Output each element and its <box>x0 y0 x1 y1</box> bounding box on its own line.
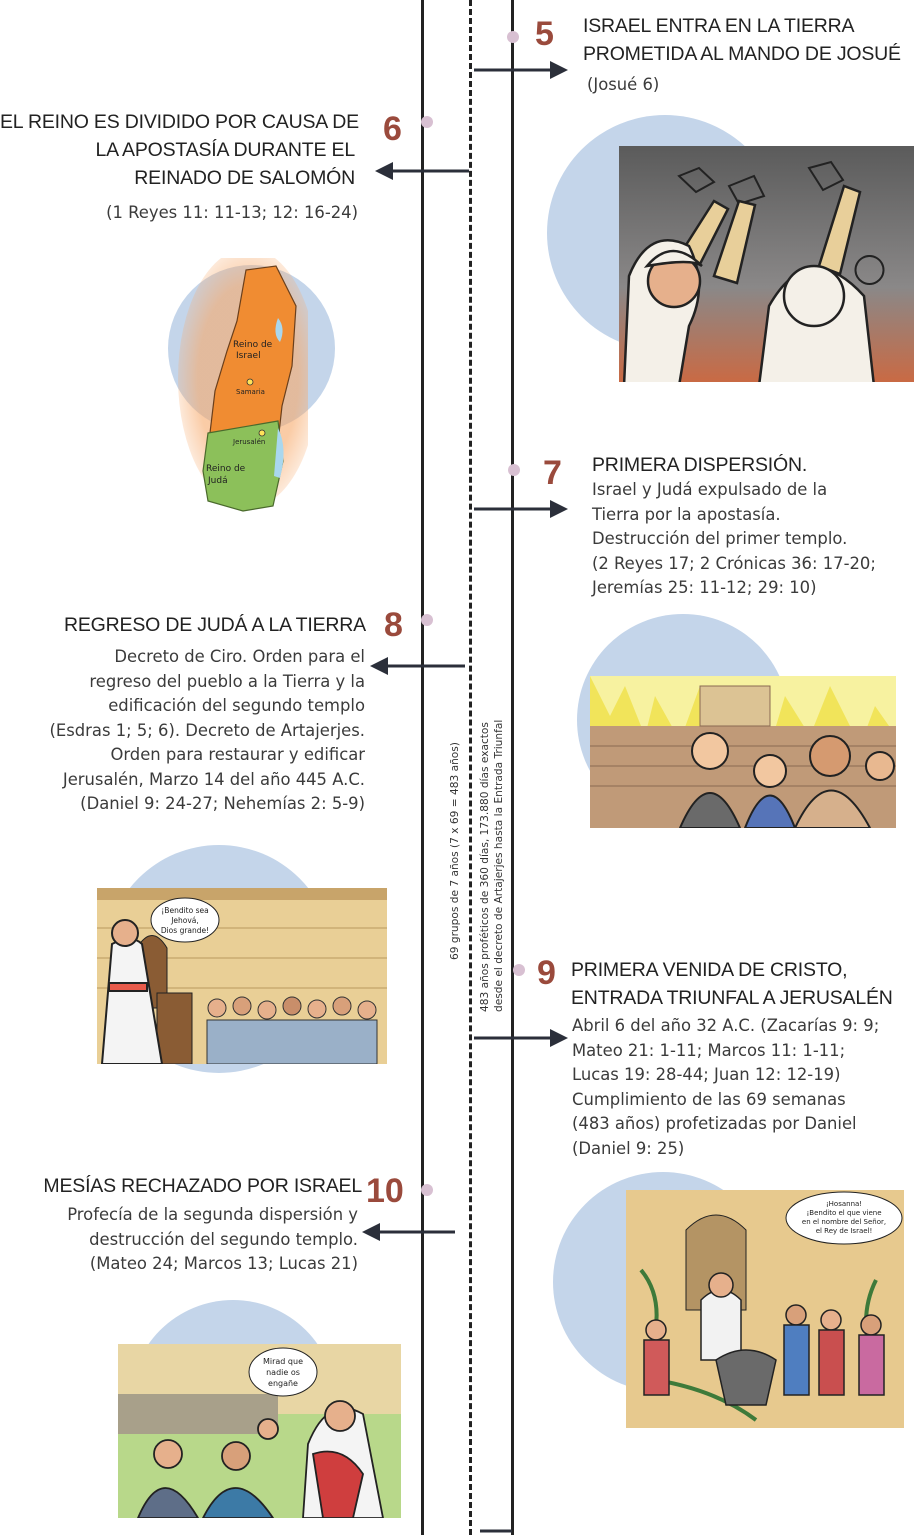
timeline-dot-5 <box>507 31 519 43</box>
timeline-dot-9 <box>513 964 525 976</box>
illustration-triumphal-entry: ¡Hosanna! ¡Bendito el que viene en el no… <box>626 1190 904 1428</box>
event-number-7: 7 <box>543 454 562 492</box>
speech-bubble-9-line-3: en el nombre del Señor, <box>802 1218 886 1226</box>
speech-bubble-8-line-3: Dios grande! <box>161 926 209 935</box>
arrow-right-icon <box>474 500 568 518</box>
event-title-7: PRIMERA DISPERSIÓN. <box>592 454 808 476</box>
arrow-right-icon <box>474 61 568 79</box>
event-title-5: ISRAEL ENTRA EN LA TIERRA PROMETIDA AL M… <box>583 15 901 65</box>
illustration-return-to-land: ¡Bendito sea Jehová, Dios grande! <box>97 888 387 1064</box>
arrow-left-icon <box>375 162 469 180</box>
event-title-9: PRIMERA VENIDA DE CRISTO, ENTRADA TRIUNF… <box>571 959 893 1009</box>
speech-bubble-9-line-4: el Rey de Israel! <box>816 1227 873 1235</box>
speech-bubble-8-line-2: Jehová, <box>170 916 199 925</box>
map-label-south-1: Reino de <box>206 464 246 474</box>
event-number-9: 9 <box>537 954 556 992</box>
arrow-left-icon <box>362 1223 455 1241</box>
event-number-6: 6 <box>383 110 402 148</box>
timeline-dot-6 <box>421 116 433 128</box>
arrow-left-icon <box>370 657 465 675</box>
event-text-6: (1 Reyes 11: 11-13; 12: 16-24) <box>106 203 358 222</box>
timeline-dot-8 <box>421 614 433 626</box>
event-text-9: Abril 6 del año 32 A.C. (Zacarías 9: 9; … <box>572 1016 880 1158</box>
event-title-8: REGRESO DE JUDÁ A LA TIERRA <box>63 614 366 636</box>
map-city-jerusalem: Jerusalén <box>232 438 265 446</box>
speech-bubble-9-line-2: ¡Bendito el que viene <box>806 1209 881 1217</box>
timeline-right-line <box>511 0 514 1535</box>
speech-bubble-10-line-3: engañe <box>268 1379 298 1388</box>
map-image: Reino de Israel Samaria Jerusalén Reino … <box>178 258 308 512</box>
timeline-dashed-line <box>469 0 472 1535</box>
timeline-main-line <box>421 0 424 1535</box>
event-text-8: Decreto de Ciro. Orden para el regreso d… <box>49 647 365 813</box>
map-label-north-1: Reino de <box>233 340 273 350</box>
arrow-right-icon <box>474 1029 568 1047</box>
speech-bubble-8-line-1: ¡Bendito sea <box>161 906 208 915</box>
illustration-jericho-trumpets <box>619 146 914 382</box>
messiah-scene-image: Mirad que nadie os engañe <box>118 1344 401 1518</box>
speech-bubble-10-line-2: nadie os <box>266 1368 300 1377</box>
timeline-dot-7 <box>508 464 520 476</box>
illustration-first-dispersion <box>590 676 896 828</box>
dispersion-scene-image <box>590 676 896 828</box>
triumphal-entry-scene-image: ¡Hosanna! ¡Bendito el que viene en el no… <box>626 1190 904 1428</box>
illustration-messiah-rejected: Mirad que nadie os engañe <box>118 1344 401 1518</box>
event-text-10: Profecía de la segunda dispersión y dest… <box>67 1205 358 1273</box>
event-title-6: EL REINO ES DIVIDIDO POR CAUSA DE LA APO… <box>0 111 359 189</box>
speech-bubble-10-line-1: Mirad que <box>263 1357 303 1366</box>
event-number-5: 5 <box>535 15 554 53</box>
return-scene-image: ¡Bendito sea Jehová, Dios grande! <box>97 888 387 1064</box>
event-text-5: (Josué 6) <box>587 75 660 94</box>
event-number-8: 8 <box>384 606 403 644</box>
event-title-10: MESÍAS RECHAZADO POR ISRAEL <box>43 1175 362 1197</box>
map-label-south-2: Judá <box>207 476 228 486</box>
timeline-dot-10 <box>421 1184 433 1196</box>
map-city-samaria: Samaria <box>236 388 265 396</box>
speech-bubble-9-line-1: ¡Hosanna! <box>826 1200 862 1208</box>
event-number-10: 10 <box>366 1172 404 1210</box>
map-label-north-2: Israel <box>236 351 261 361</box>
event-text-7: Israel y Judá expulsado de la Tierra por… <box>592 480 876 597</box>
illustration-divided-kingdom-map: Reino de Israel Samaria Jerusalén Reino … <box>178 258 308 516</box>
jericho-scene-image <box>619 146 914 382</box>
